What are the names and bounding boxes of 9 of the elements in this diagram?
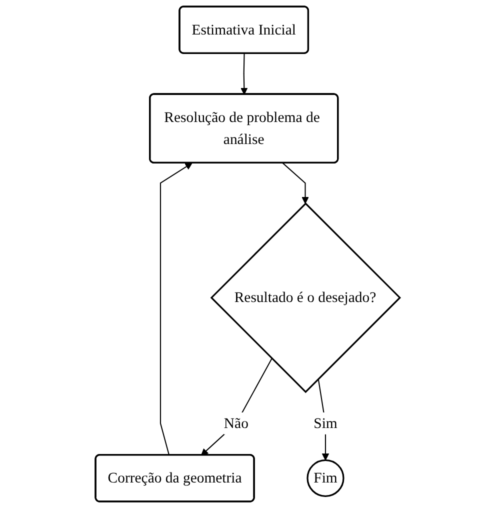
node-circle: Fim xyxy=(306,459,344,497)
arrow xyxy=(200,358,272,456)
edge-label: Não xyxy=(224,414,248,432)
edge-label: Sim xyxy=(313,414,338,432)
arrow xyxy=(160,162,192,456)
arrow xyxy=(240,54,248,95)
node-diamond: Resultado é o desejado? xyxy=(210,202,401,394)
arrow xyxy=(318,378,329,460)
arrow xyxy=(282,162,309,204)
